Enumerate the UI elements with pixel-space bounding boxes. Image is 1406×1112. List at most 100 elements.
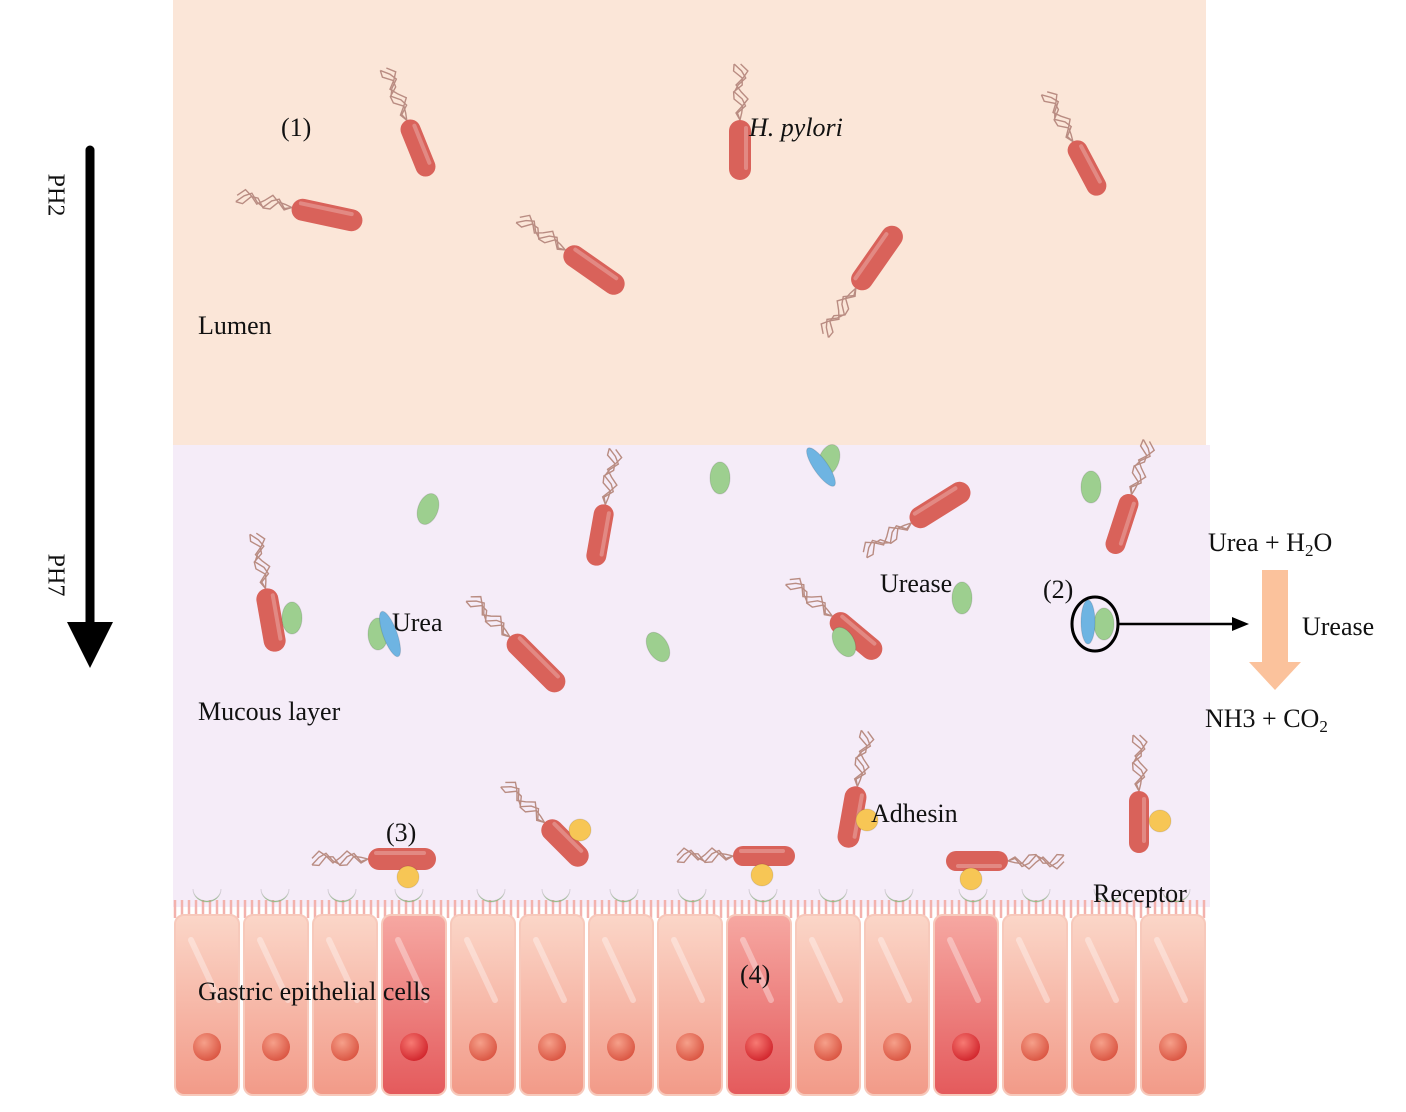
cell-sheen [326,937,360,1003]
cell-nucleus [538,1033,566,1061]
epithelial-cell [657,914,723,1096]
receptor-molecule [394,888,424,903]
reaction-enzyme: Urease [1302,612,1375,641]
cell-sheen [464,937,498,1003]
receptor-molecule [818,888,848,903]
bacterium-shine [1142,797,1146,843]
epithelial-cell [864,914,930,1096]
flagellum [676,847,734,861]
urease-enzyme [831,626,857,658]
bacterium-body [909,481,971,529]
adhesin-molecule [855,808,879,832]
cell-nucleus [952,1033,980,1061]
bacterium-shine [1118,501,1136,546]
bacterium-shine [912,486,958,516]
flagellum [235,195,293,210]
step-2-label: (2) [1043,575,1074,604]
urease-label: Urease [880,569,953,598]
flagellum [601,449,623,505]
reaction-products: NH3 + CO2 [1205,704,1328,736]
flagellum [236,188,292,211]
bacterium-body [586,504,614,566]
cell-nucleus [676,1033,704,1061]
flagellum [866,522,912,559]
cell-sheen [395,937,429,1003]
bacterium-body [291,198,363,232]
bacterium-body [1129,791,1149,853]
flagellum [1007,853,1065,865]
epithelial-cell [312,914,378,1096]
product-a: NH3 + CO [1205,704,1320,733]
h-pylori-label: H. pylori [749,115,843,141]
adhesin-molecule [568,818,592,842]
epithelial-cell [243,914,309,1096]
receptor-molecule [1021,888,1051,903]
cell-nucleus [331,1033,359,1061]
flagellum [470,595,511,638]
epithelial-cell [795,914,861,1096]
receptor-molecule [541,888,571,903]
bacterium-body [506,633,566,693]
h-pylori-bacterium [586,447,623,566]
lumen-label: Lumen [198,311,272,340]
h-pylori-bacterium [379,67,436,177]
bacterium-shine [956,864,1002,868]
flagellum [676,852,734,864]
receptor-molecule [476,888,506,903]
flagellum [820,288,857,334]
reaction-reactants: Urea + H2O [1208,530,1332,560]
cell-sheen [1154,937,1188,1003]
cell-sheen [878,937,912,1003]
receptor-molecule [192,888,222,903]
urea-molecule [806,447,836,487]
cell-nucleus [262,1033,290,1061]
mucous-region [173,445,1210,907]
epithelial-cell [1002,914,1068,1096]
epithelial-cell [1140,914,1206,1096]
epithelial-cell [450,914,516,1096]
epithelial-cell [588,914,654,1096]
h-pylori-bacterium [1040,91,1107,196]
cell-sheen [947,937,981,1003]
bacterium-body [400,119,436,177]
h-pylori-bacterium [1105,439,1156,554]
flagellum [1007,856,1065,870]
cell-nucleus [400,1033,428,1061]
flagellum [602,448,616,505]
epithelial-cell [519,914,585,1096]
adhesin-molecule [750,863,774,887]
epithelial-cell [933,914,999,1096]
flagellum [853,731,875,787]
product-subscript: 2 [1319,717,1328,736]
cell-nucleus [1159,1033,1187,1061]
flagellum [379,70,408,121]
h-pylori-bacterium [235,188,363,232]
epithelium-label: Gastric epithelial cells [198,977,431,1006]
flagellum [519,214,566,251]
urease-enzyme [416,493,440,525]
cell-nucleus [745,1033,773,1061]
flagellum [854,730,868,787]
flagellum [311,855,369,867]
receptor-molecule [260,888,290,903]
flagellum [249,534,267,589]
receptor-layer [192,888,1191,903]
h-pylori-bacterium [500,781,589,867]
adhesin-label: Adhesin [871,799,958,828]
cell-sheen [533,937,567,1003]
bacterium-shine [374,851,426,855]
bacterium-shine [517,636,560,679]
urease-enzyme [645,631,671,663]
flagellum [789,577,833,617]
adhesin-molecule [1148,809,1172,833]
receptor-molecule [327,888,357,903]
enzyme-layer [281,444,1172,891]
urease-enzyme [951,581,973,615]
bacterium-body [851,225,903,291]
cell-nucleus [1021,1033,1049,1061]
h-pylori-bacterium [676,846,795,866]
bacterium-body [563,245,625,295]
h-pylori-bacterium [1129,734,1149,853]
reactant-subscript: 2 [1304,541,1314,560]
